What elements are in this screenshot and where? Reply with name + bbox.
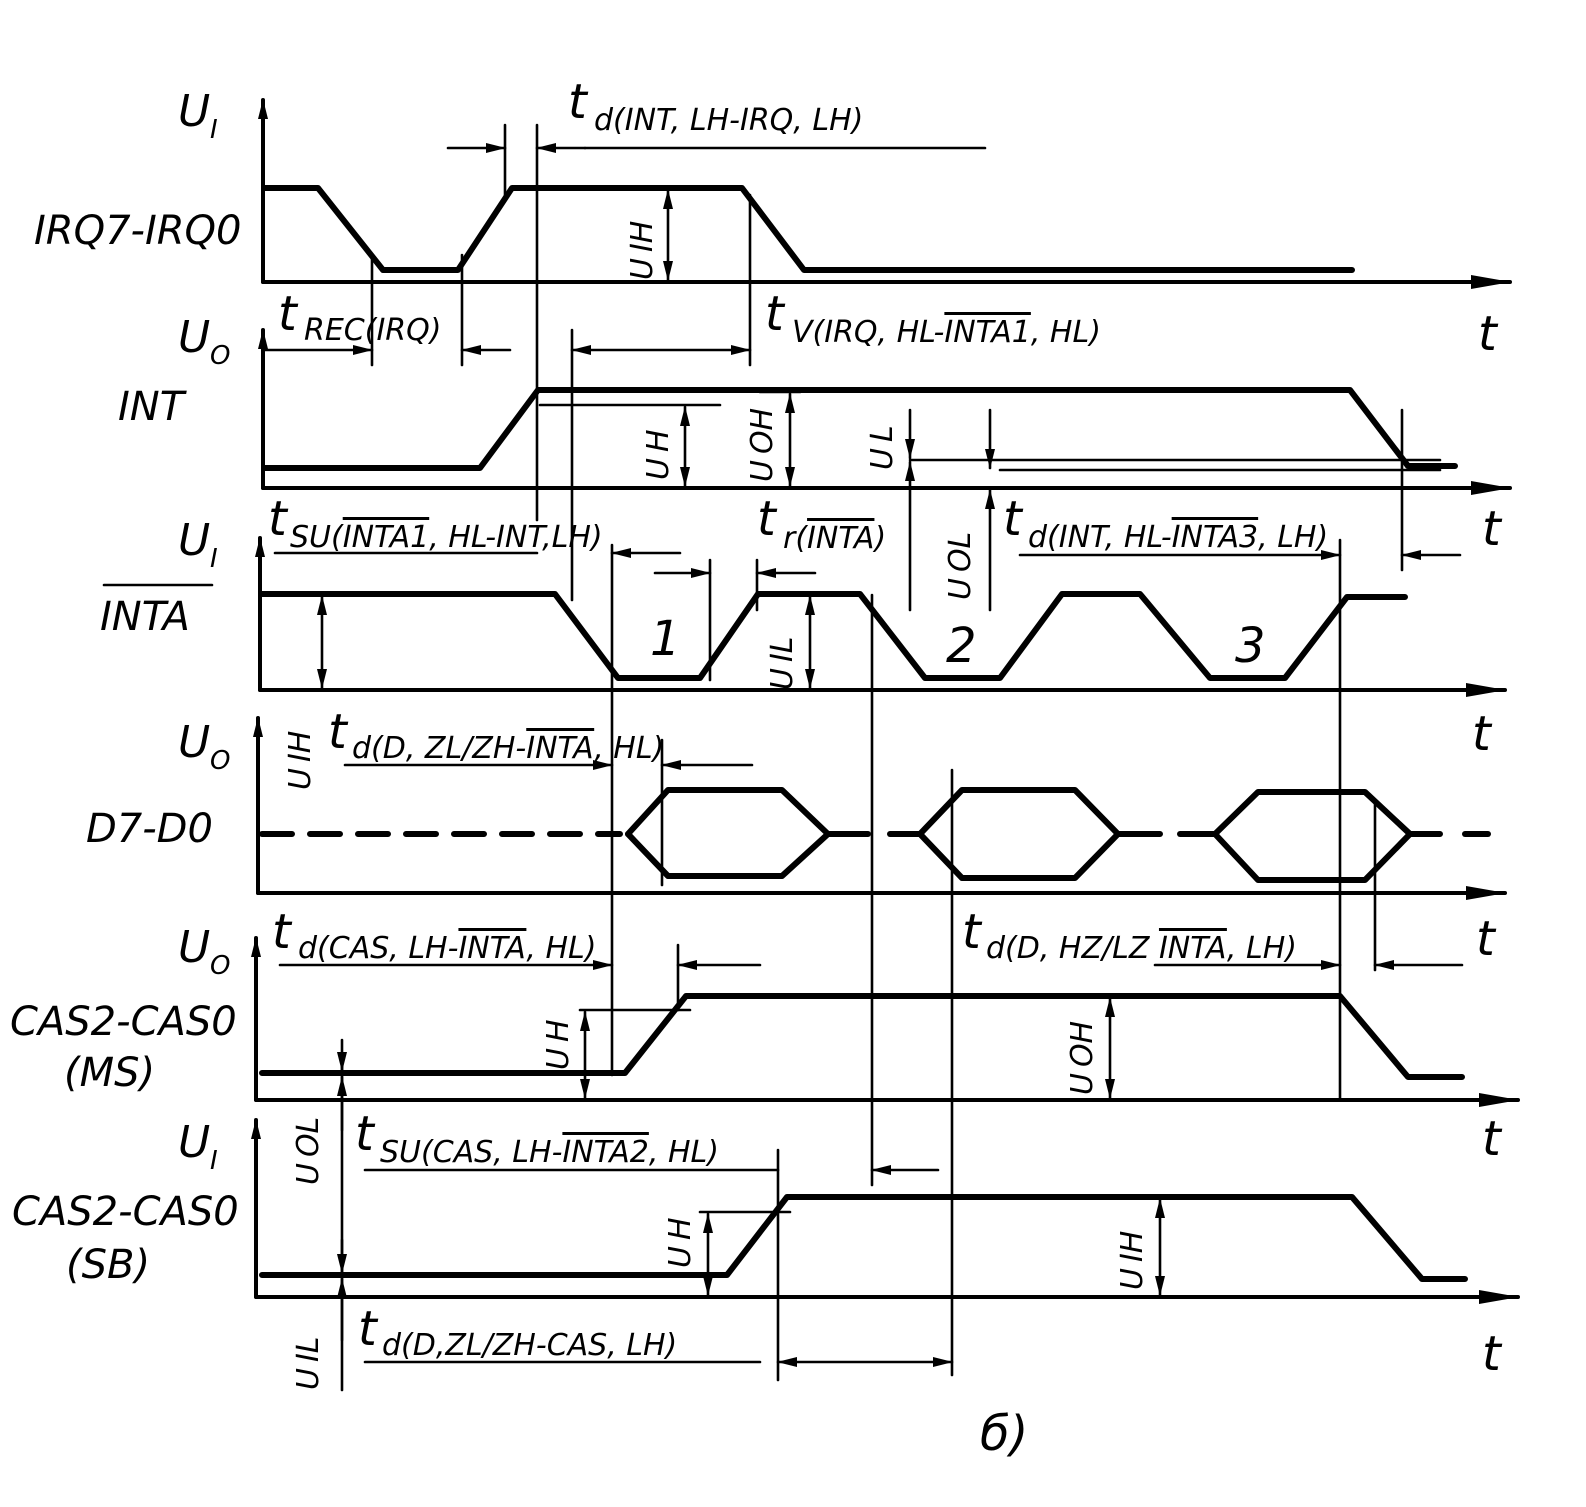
axis-subscript: I [210,115,218,145]
label-sub: REC(IRQ) [304,313,441,348]
level-uil: U IL [765,636,800,690]
label-main: t [355,1106,376,1162]
label-sub: d(D, ZL/ZH-INTA, HL) [352,731,664,766]
level-uih: U IH [625,221,660,280]
signal-names: IRQ7-IRQ0 INT INTA D7-D0 CAS2-CAS0 (MS) … [10,208,241,1288]
label-main: t [962,904,983,960]
time-label: t [1476,911,1497,967]
axis-symbols: U I U O U I U O U O U I [178,86,230,1176]
label-main: t [568,74,589,130]
label-main: t [757,491,778,547]
label-tr-inta: t r(INTA) [757,491,886,556]
level-uoh: U OH [1065,1021,1100,1095]
waveform-cas-ms [259,993,1465,1080]
axis-symbol-d: U [178,717,210,768]
label-sub: d(CAS, LH-INTA, HL) [298,931,596,966]
axis-symbol-cas-ms: U [178,922,210,973]
label-td-d-cas: t d(D,ZL/ZH-CAS, LH) [358,1301,677,1363]
axis-symbol-cas-sb: U [178,1117,210,1168]
label-sub: r(INTA) [783,521,886,556]
axis-subscript: O [210,951,230,981]
signal-name-cas-ms-mode: (MS) [64,1050,155,1096]
label-trec-irq: t REC(IRQ) [278,286,441,348]
level-uil: U IL [291,1336,326,1390]
label-td-int-inta3: t d(INT, HL-INTA3, LH) [1003,491,1328,555]
axis-symbol-int: U [178,312,210,363]
pulse-numbers: 1 2 3 [650,611,1266,674]
signal-name-int: INT [118,384,188,430]
label-sub: SU(INTA1, HL-INT,LH) [290,520,603,555]
signal-name-cas-ms: CAS2-CAS0 [10,999,237,1045]
waveform-irq [262,185,1355,273]
label-main: t [272,904,293,960]
label-main: t [358,1301,379,1357]
level-uh: U H [641,429,676,480]
time-label: t [1472,706,1493,762]
level-uol: U OL [291,1117,326,1185]
label-main: t [278,286,299,342]
axis-subscript: I [210,1146,218,1176]
axis-subscript: O [210,746,230,776]
label-td-cas-inta: t d(CAS, LH-INTA, HL) [272,904,596,966]
axis-subscript: I [210,544,218,574]
waveform-int [262,387,1458,471]
label-main: t [268,491,289,547]
level-arrows [317,186,1165,1342]
signal-name-irq: IRQ7-IRQ0 [34,208,241,254]
timing-arrows [263,143,1464,1367]
time-label: t [1482,1326,1503,1382]
signal-name-cas-sb-mode: (SB) [66,1242,150,1288]
signal-name-cas-sb: CAS2-CAS0 [12,1189,239,1235]
level-ul: U L [865,425,900,470]
label-sub: SU(CAS, LH-INTA2, HL) [380,1135,719,1170]
level-uh: U H [541,1019,576,1070]
axes [251,98,1520,1304]
pulse-number-1: 1 [650,611,681,667]
level-uh: U H [663,1217,698,1268]
signal-name-inta: INTA [100,594,190,640]
timing-label-text: t d(INT, LH-IRQ, LH) t REC(IRQ) t V(IRQ,… [268,74,1328,1363]
label-sub: V(IRQ, HL-INTA1, HL) [792,315,1101,350]
label-tsu-inta1-int: t SU(INTA1, HL-INT,LH) [268,491,603,555]
label-main: t [765,286,786,342]
label-tsu-cas-inta2: t SU(CAS, LH-INTA2, HL) [355,1106,719,1170]
label-sub: d(D, HZ/LZ INTA, LH) [986,931,1297,966]
axis-symbol-inta: U [178,515,210,566]
level-uol: U OL [943,532,978,600]
pulse-number-3: 3 [1235,618,1266,674]
time-labels: t t t t t t [1472,306,1503,1382]
pulse-number-2: 2 [946,618,977,674]
label-sub: d(D,ZL/ZH-CAS, LH) [382,1328,677,1363]
level-uoh: U OH [745,408,780,482]
time-label: t [1478,306,1499,362]
waveform-cas-sb [259,1194,1468,1282]
level-label-text: U IH U H U OH U L U OL U IL U IH U H U O… [283,221,1150,1390]
label-td-d-hz-inta: t d(D, HZ/LZ INTA, LH) [962,904,1297,966]
waveform-inta [259,591,1408,681]
label-td-d-inta-hl: t d(D, ZL/ZH-INTA, HL) [328,704,664,766]
figure-caption: б) [980,1406,1028,1462]
label-sub: d(INT, LH-IRQ, LH) [594,103,863,138]
axis-subscript: O [210,341,230,371]
waveforms [259,185,1491,1282]
time-label: t [1482,501,1503,557]
label-main: t [1003,491,1024,547]
waveform-data-bus [259,787,1491,883]
axis-symbol-irq: U [178,86,210,137]
label-td-int-irq: t d(INT, LH-IRQ, LH) [568,74,863,138]
level-uih: U IH [283,731,318,790]
level-uih: U IH [1115,1231,1150,1290]
time-label: t [1482,1111,1503,1167]
label-sub: d(INT, HL-INTA3, LH) [1028,520,1328,555]
label-main: t [328,704,349,760]
signal-name-d: D7-D0 [86,806,213,852]
label-tv-irq-inta1: t V(IRQ, HL-INTA1, HL) [765,286,1101,350]
